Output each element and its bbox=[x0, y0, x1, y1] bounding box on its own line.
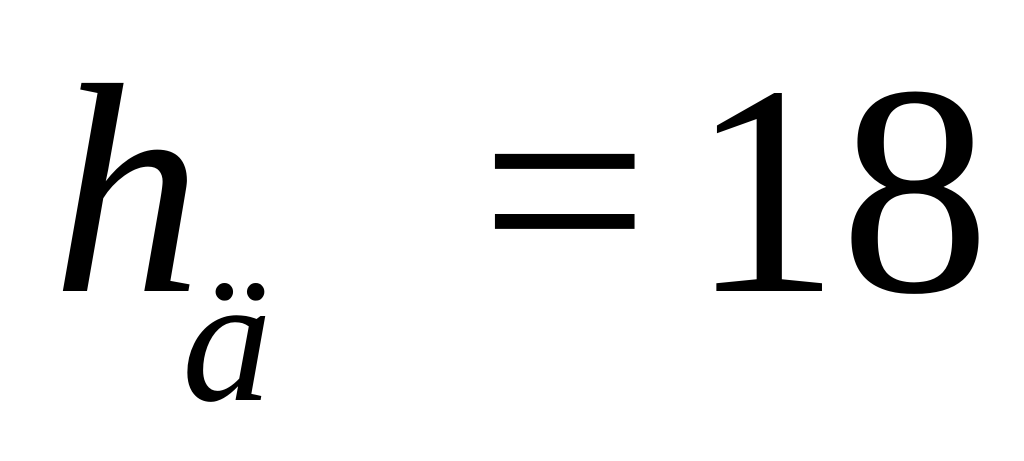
equals-sign: = bbox=[480, 24, 650, 356]
variable-symbol: h bbox=[52, 24, 202, 356]
equation-value: 18 bbox=[690, 24, 990, 356]
variable-subscript: ä bbox=[182, 240, 272, 439]
